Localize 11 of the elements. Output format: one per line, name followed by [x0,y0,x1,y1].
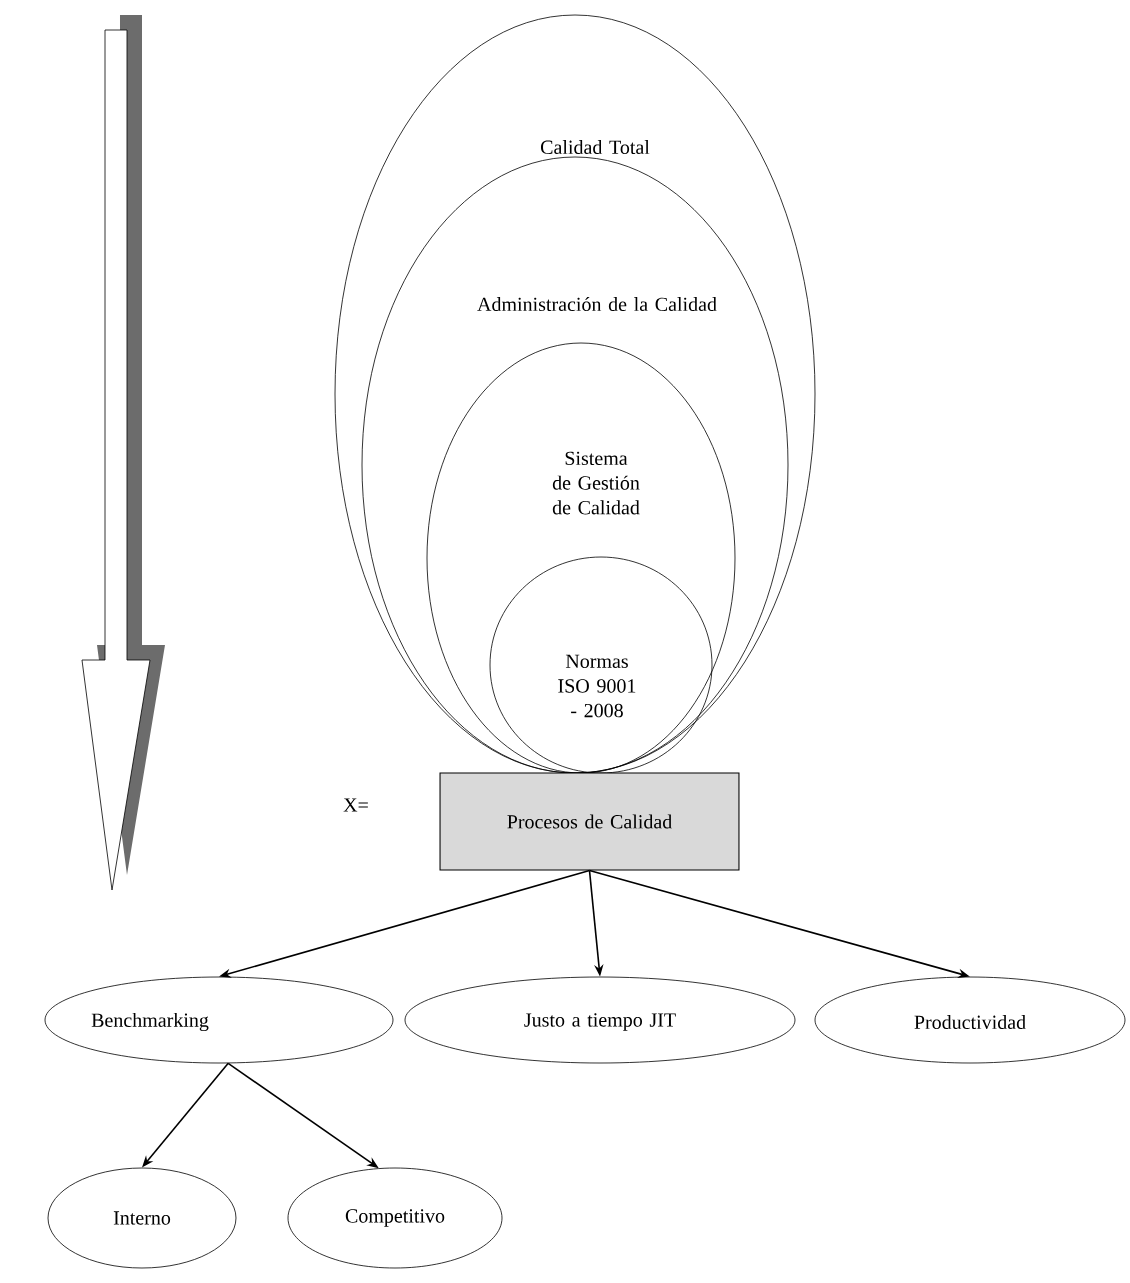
node-label: Competitivo [345,1209,445,1227]
node-label: Productividad [914,1015,1026,1030]
node-label: Benchmarking [91,1012,209,1032]
node-label: Calidad Total [540,140,650,155]
process-box: Procesos de Calidad [439,772,740,871]
node-label: Normas ISO 9001 - 2008 [558,654,636,718]
node-label: Interno [113,1211,171,1225]
node-label: Administración de la Calidad [477,296,717,312]
node-label: Justo a tiempo JIT [524,1013,676,1031]
node-label: Sistema de Gestión de Calidad [552,451,640,515]
variable-label: X= [343,798,368,812]
